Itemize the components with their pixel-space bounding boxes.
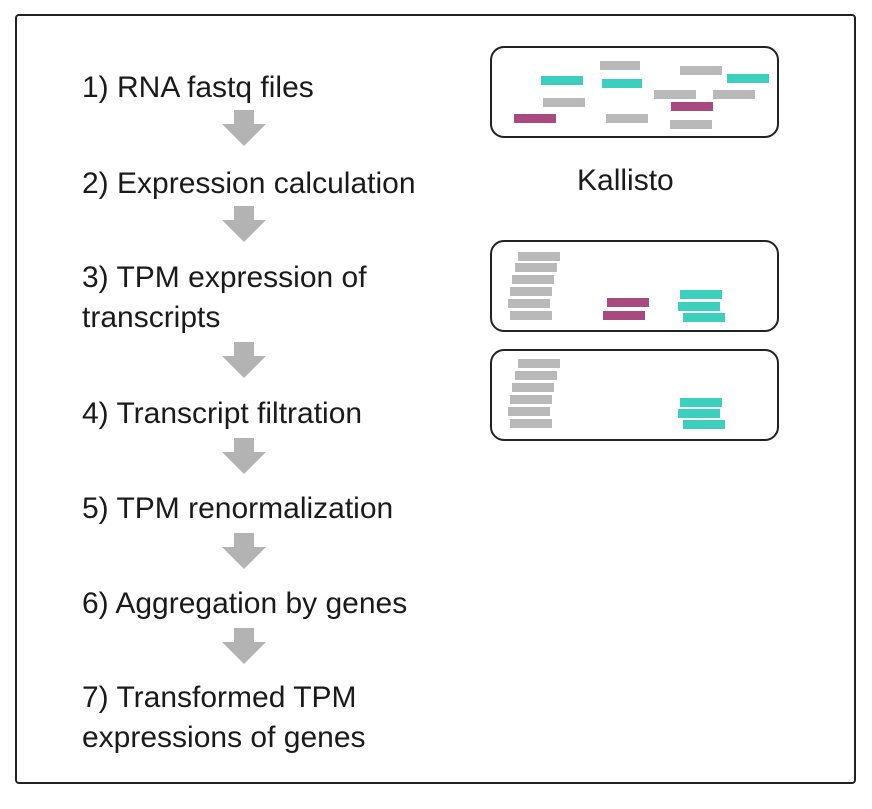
step-5-label: 5) TPM renormalization [82, 492, 394, 525]
step-2-label: 2) Expression calculation [82, 167, 416, 200]
kallisto-label: Kallisto [577, 164, 674, 197]
down-arrow-icon [222, 533, 266, 569]
read-bar [514, 114, 556, 123]
down-arrow-icon [222, 206, 266, 242]
read-bar [512, 383, 554, 392]
read-bar [602, 79, 642, 88]
diagram-frame [15, 14, 856, 784]
step-4-label: 4) Transcript filtration [82, 397, 363, 430]
read-bar [670, 120, 712, 129]
step-1-label: 1) RNA fastq files [82, 71, 314, 104]
read-bar [727, 74, 769, 83]
read-bar [512, 275, 554, 284]
read-bar [510, 395, 552, 404]
read-bar [683, 420, 725, 429]
read-bar [510, 419, 552, 428]
step-3-label: 3) TPM expression of transcripts [82, 261, 367, 334]
down-arrow-icon [222, 438, 266, 474]
read-bar [508, 407, 550, 416]
read-bar [508, 299, 550, 308]
read-bar [680, 66, 722, 75]
read-bar [683, 313, 725, 322]
read-bar [541, 76, 583, 85]
step-6-label: 6) Aggregation by genes [82, 587, 408, 620]
read-bar [680, 290, 722, 299]
read-bar [654, 90, 696, 99]
down-arrow-icon [222, 628, 266, 664]
read-bar [671, 102, 713, 111]
read-bar [607, 298, 649, 307]
read-bar [515, 263, 557, 272]
read-bar [518, 359, 560, 368]
down-arrow-icon [222, 342, 266, 378]
read-bar [510, 287, 552, 296]
read-bar [543, 98, 585, 107]
read-bar [600, 61, 640, 70]
filtered-transcripts-panel [490, 349, 779, 441]
read-bar [678, 302, 720, 311]
read-bar [678, 409, 720, 418]
read-bar [515, 371, 557, 380]
down-arrow-icon [222, 110, 266, 146]
reads-panel [490, 46, 779, 138]
read-bar [510, 311, 552, 320]
read-bar [603, 311, 645, 320]
step-7-label: 7) Transformed TPM expressions of genes [82, 681, 366, 754]
tpm-transcripts-panel [490, 240, 779, 332]
read-bar [713, 90, 755, 99]
read-bar [606, 114, 648, 123]
read-bar [680, 398, 722, 407]
read-bar [518, 252, 560, 261]
